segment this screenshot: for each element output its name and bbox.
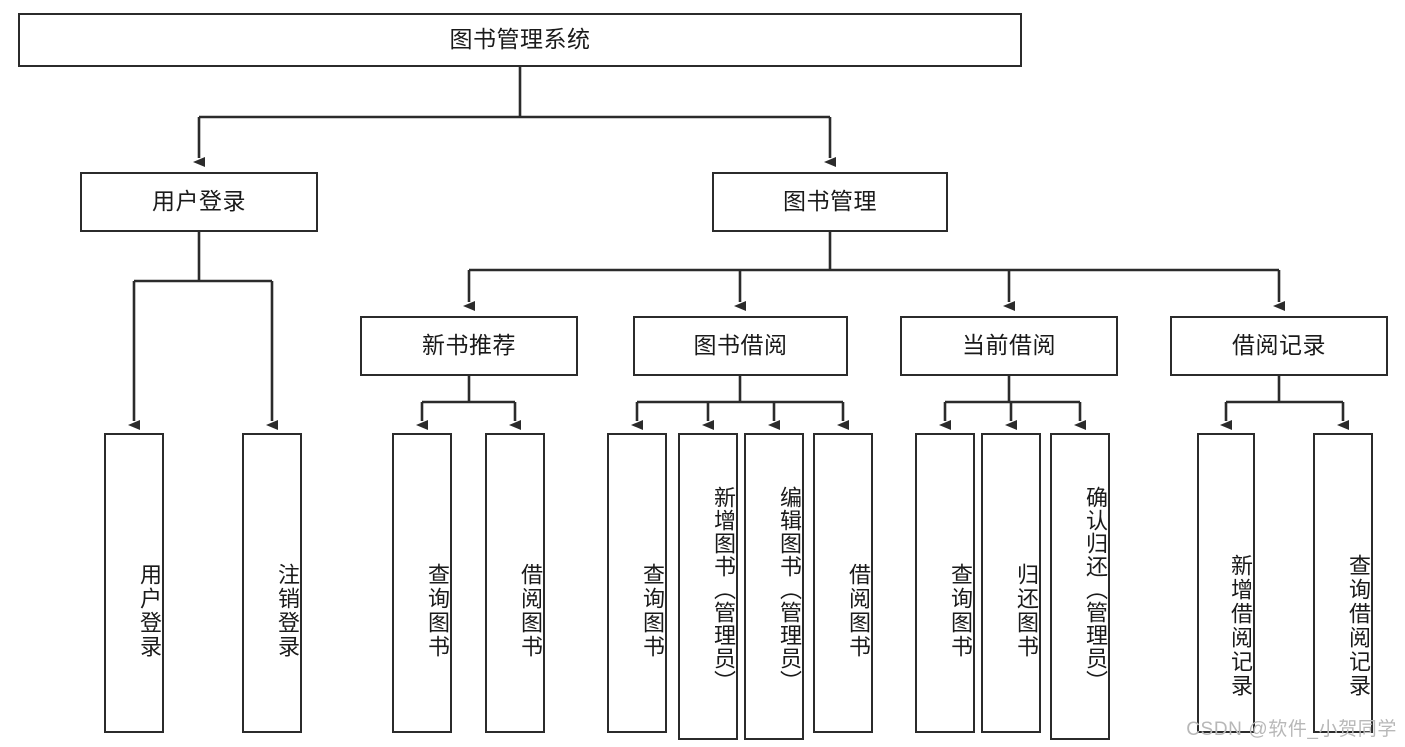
leaf-record-add[interactable]: 新增借阅记录 <box>1197 433 1255 733</box>
leaf-current-borrow-return[interactable]: 归还图书 <box>981 433 1041 733</box>
leaf-book-borrow-query[interactable]: 查询图书 <box>607 433 667 733</box>
leaf-book-borrow-borrow[interactable]: 借阅图书 <box>813 433 873 733</box>
leaf-book-borrow-edit-admin[interactable]: 编辑图书（管理员） <box>744 433 804 740</box>
node-user-login[interactable]: 用户登录 <box>80 172 318 232</box>
leaf-current-borrow-confirm-admin[interactable]: 确认归还（管理员） <box>1050 433 1110 740</box>
csdn-watermark: CSDN @软件_小贺同学 <box>1186 719 1397 740</box>
node-borrow-record[interactable]: 借阅记录 <box>1170 316 1388 376</box>
node-book-borrow[interactable]: 图书借阅 <box>633 316 848 376</box>
node-book-management[interactable]: 图书管理 <box>712 172 948 232</box>
leaf-record-query[interactable]: 查询借阅记录 <box>1313 433 1373 733</box>
node-current-borrow[interactable]: 当前借阅 <box>900 316 1118 376</box>
leaf-book-borrow-add-admin[interactable]: 新增图书（管理员） <box>678 433 738 740</box>
leaf-current-borrow-query[interactable]: 查询图书 <box>915 433 975 733</box>
leaf-new-book-borrow[interactable]: 借阅图书 <box>485 433 545 733</box>
leaf-user-login-signin[interactable]: 用户登录 <box>104 433 164 733</box>
node-new-book-recommend[interactable]: 新书推荐 <box>360 316 578 376</box>
node-root-system[interactable]: 图书管理系统 <box>18 13 1022 67</box>
leaf-user-login-signout[interactable]: 注销登录 <box>242 433 302 733</box>
leaf-new-book-query[interactable]: 查询图书 <box>392 433 452 733</box>
